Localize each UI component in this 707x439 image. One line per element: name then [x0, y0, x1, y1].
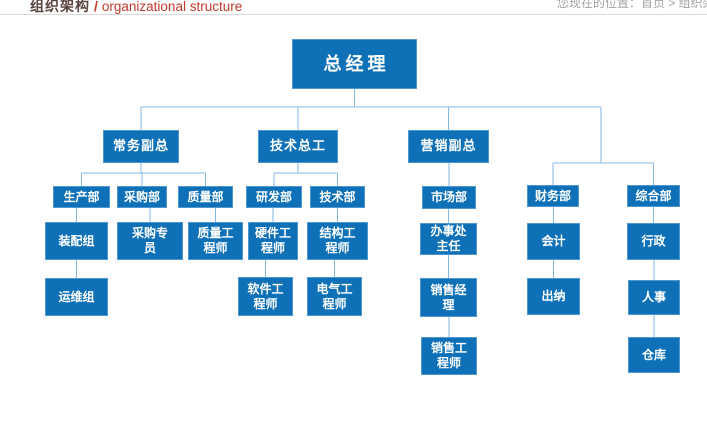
org-node-purch: 采购部 — [117, 186, 167, 208]
org-node-prod: 生产部 — [53, 186, 110, 208]
org-node-purchspec: 采购专 员 — [117, 222, 183, 260]
org-node-assembly: 装配组 — [45, 222, 108, 260]
org-node-sweng: 软件工 程师 — [238, 277, 293, 316]
org-node-qual: 质量部 — [178, 186, 233, 208]
org-node-hr: 人事 — [628, 280, 680, 315]
org-node-admin: 行政 — [627, 223, 680, 260]
org-node-market: 市场部 — [422, 186, 476, 209]
org-node-eleceng: 电气工 程师 — [307, 277, 362, 316]
org-node-saleseng: 销售工 程师 — [421, 337, 477, 375]
org-node-cto: 技术总工 — [258, 130, 338, 163]
org-node-evp: 常务副总 — [103, 130, 179, 163]
org-node-rd: 研发部 — [246, 186, 302, 208]
org-node-qualeng: 质量工 程师 — [188, 222, 243, 260]
org-node-salesmgr: 销售经 理 — [420, 278, 477, 317]
org-node-cashier: 出纳 — [527, 278, 580, 315]
org-node-structeng: 结构工 程师 — [307, 222, 368, 260]
org-node-general: 综合部 — [627, 185, 680, 207]
org-node-hweng: 硬件工 程师 — [248, 222, 298, 260]
org-node-finance: 财务部 — [527, 185, 579, 207]
org-node-warehouse: 仓库 — [628, 337, 680, 373]
org-node-gm: 总经理 — [292, 39, 417, 89]
org-node-acct: 会计 — [527, 223, 580, 260]
org-node-mvp: 营销副总 — [408, 130, 489, 163]
org-node-ops: 运维组 — [45, 278, 108, 316]
org-node-officedir: 办事处 主任 — [420, 223, 477, 255]
org-node-tech: 技术部 — [310, 186, 365, 208]
